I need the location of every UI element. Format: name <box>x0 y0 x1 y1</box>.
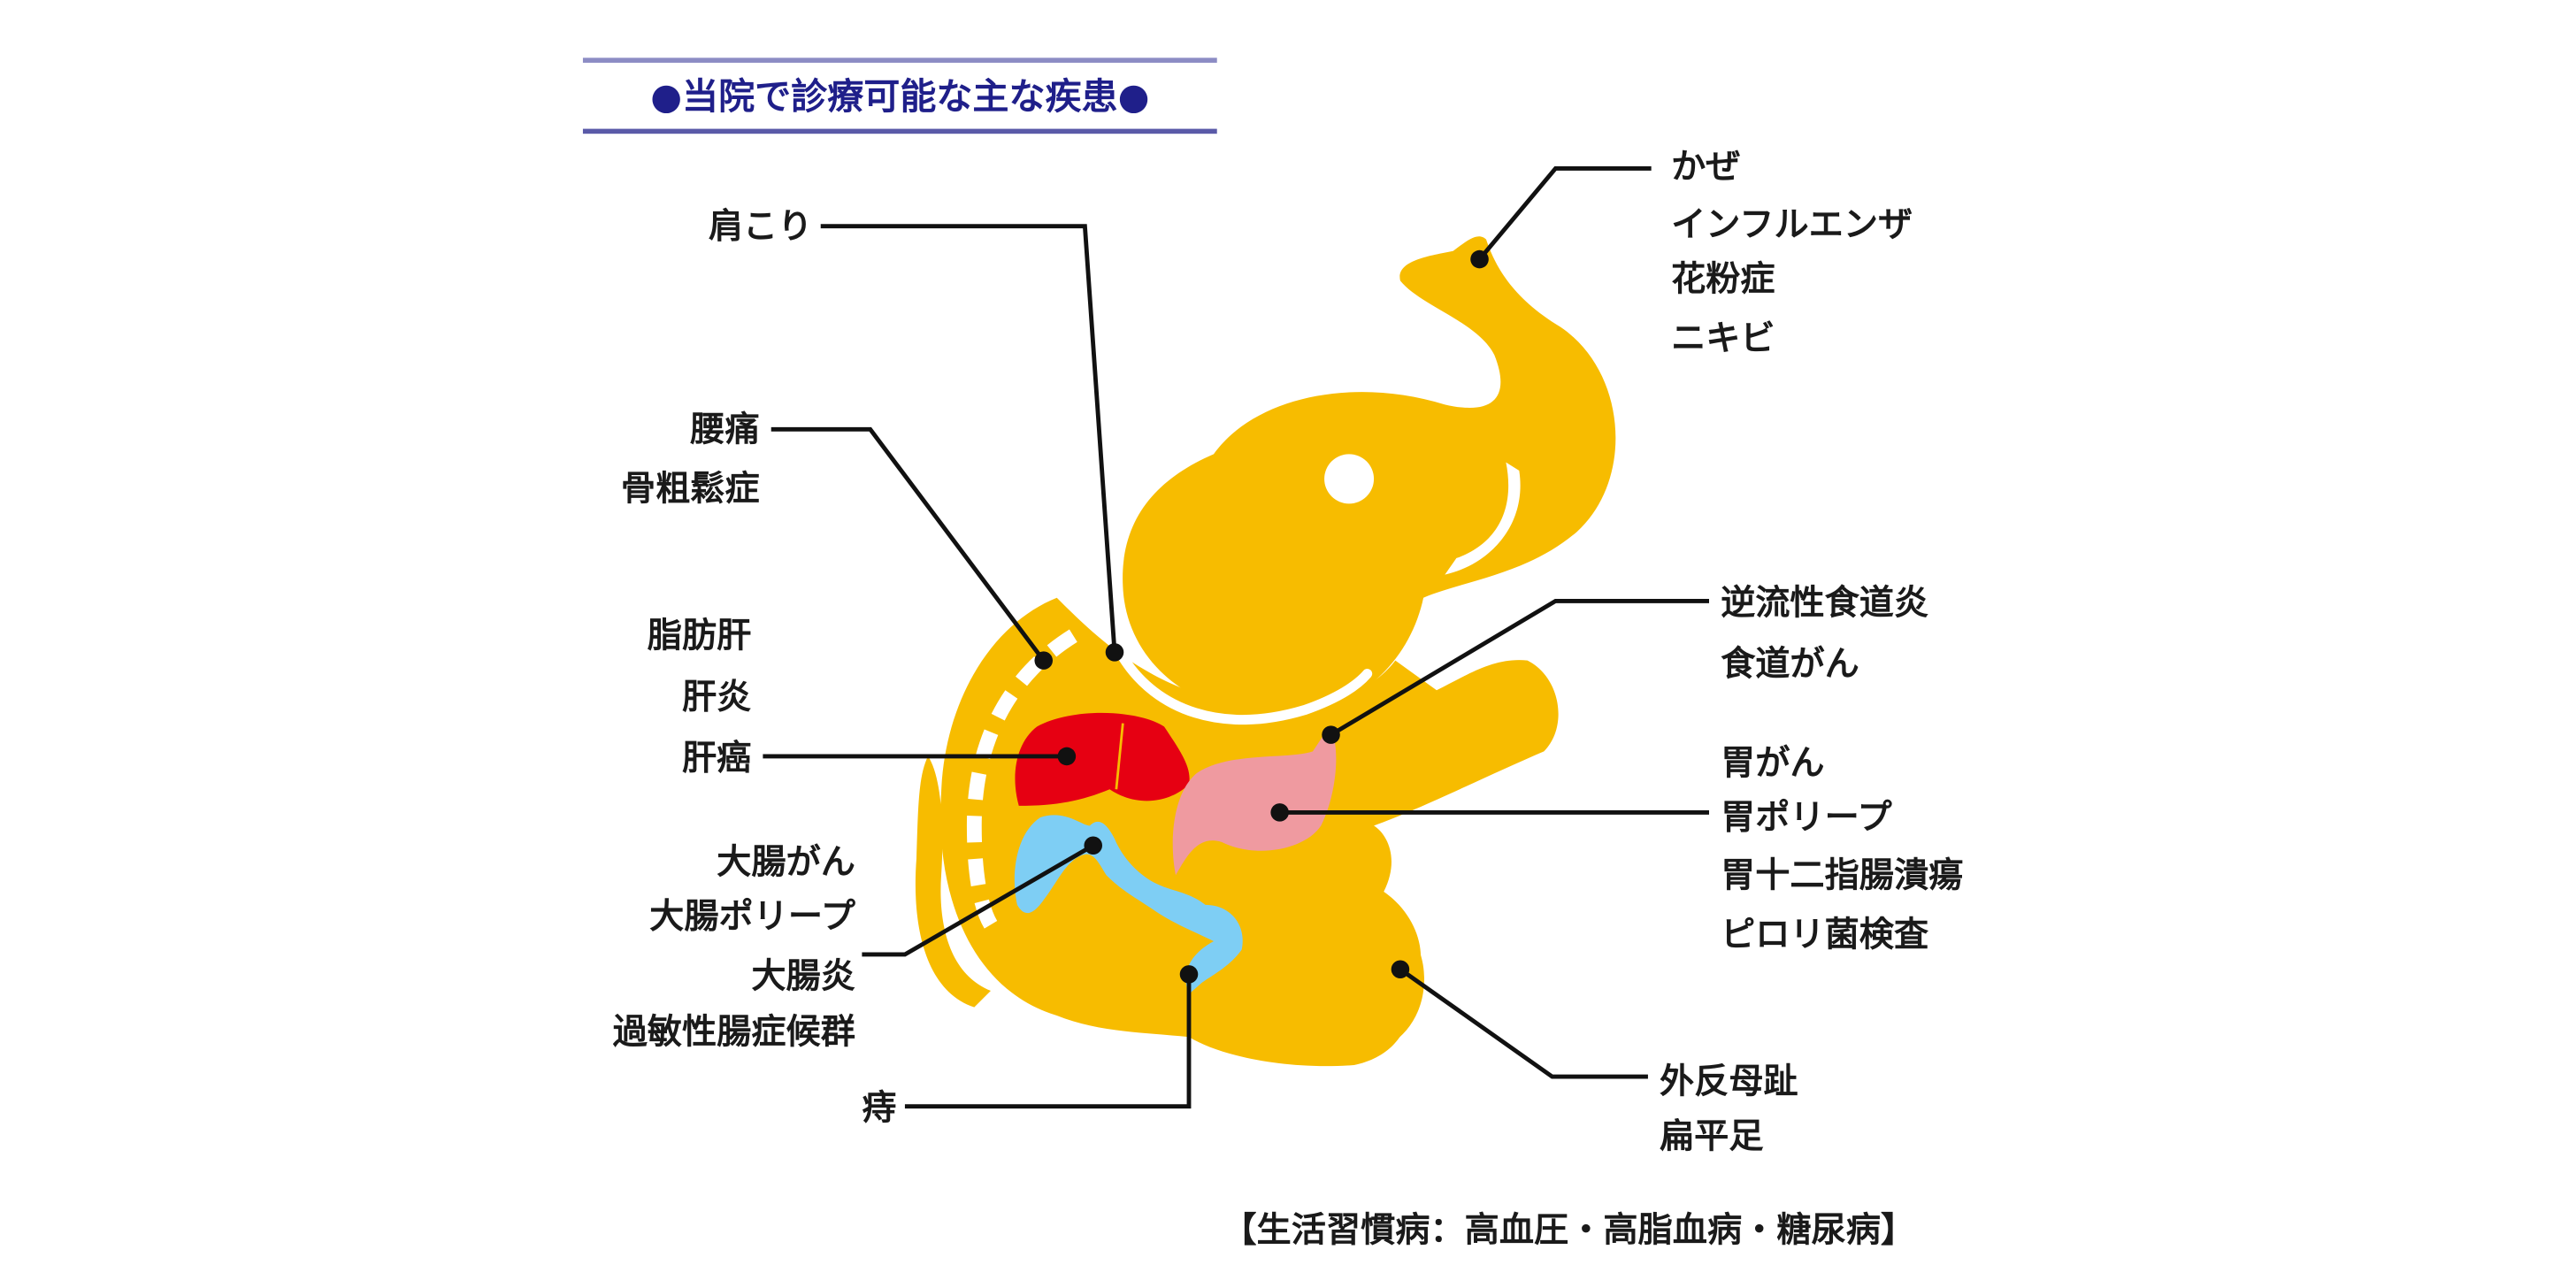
marker-back <box>1034 651 1053 670</box>
label-liver-item: 肝炎 <box>682 678 751 717</box>
label-foot-item: 扁平足 <box>1660 1116 1764 1156</box>
leader-esophagus <box>1330 599 1709 737</box>
label-stomach-item: 胃ポリープ <box>1721 798 1892 838</box>
label-stomach-item: 胃十二指腸潰瘍 <box>1721 855 1963 895</box>
elephant-rib-dashes <box>966 629 1077 929</box>
label-liver-item: 脂肪肝 <box>648 617 752 656</box>
label-group-back: 腰痛 骨粗鬆症 <box>621 410 760 509</box>
label-colon-item: 過敏性腸症候群 <box>613 1013 855 1053</box>
label-hemorrhoids: 痔 <box>862 1089 896 1129</box>
leader-hemorrhoids <box>904 974 1192 1109</box>
label-esophagus-item: 食道がん <box>1721 644 1859 684</box>
leader-back <box>770 426 1046 663</box>
label-shoulder: 肩こり <box>709 207 813 247</box>
leader-colon <box>862 843 1094 957</box>
label-stomach-item: 胃がん <box>1721 743 1825 783</box>
elephant-leg <box>1222 887 1425 1062</box>
title-block: ●当院で診療可能な主な疾患● <box>582 58 1217 134</box>
label-nose-item: かぜ <box>1671 148 1740 188</box>
page-title: ●当院で診療可能な主な疾患● <box>650 75 1149 118</box>
label-colon-item: 大腸炎 <box>751 956 855 996</box>
label-group-foot: 外反母趾 扁平足 <box>1660 1062 1798 1157</box>
label-back-item: 腰痛 <box>690 410 759 449</box>
elephant-eye <box>1324 454 1375 504</box>
liver-divider <box>1115 723 1124 790</box>
label-nose-item: インフルエンザ <box>1671 205 1913 245</box>
label-esophagus-item: 逆流性食道炎 <box>1721 583 1928 623</box>
leader-foot <box>1399 967 1648 1079</box>
elephant-illustration <box>915 236 1616 1067</box>
leader-shoulder <box>820 224 1117 653</box>
elephant-tail <box>915 755 991 1008</box>
label-colon-item: 大腸がん <box>717 842 855 882</box>
title-rule-bottom <box>582 128 1217 134</box>
leader-nose <box>1477 165 1652 261</box>
label-back-item: 骨粗鬆症 <box>621 470 760 510</box>
marker-colon <box>1084 836 1102 855</box>
label-nose-item: 花粉症 <box>1671 260 1775 300</box>
label-group-esophagus: 逆流性食道炎 食道がん <box>1721 583 1928 684</box>
label-group-liver: 脂肪肝 肝炎 肝癌 <box>648 617 752 778</box>
marker-esophagus <box>1322 725 1340 744</box>
label-group-nose: かぜ インフルエンザ 花粉症 ニキビ <box>1671 148 1913 359</box>
marker-shoulder <box>1105 643 1124 662</box>
marker-stomach <box>1270 803 1289 822</box>
footer-lifestyle-diseases: 【生活習慣病：高血圧・高脂血病・糖尿病】 <box>1222 1211 1915 1251</box>
label-nose-item: ニキビ <box>1671 319 1775 359</box>
stomach-organ <box>1172 726 1337 876</box>
marker-foot <box>1391 960 1410 978</box>
marker-hemorrhoids <box>1179 965 1199 984</box>
elephant-mouth-line <box>1117 652 1373 725</box>
title-rule-top <box>582 58 1217 63</box>
label-liver-item: 肝癌 <box>682 739 751 778</box>
label-colon-item: 大腸ポリープ <box>649 897 856 937</box>
label-stomach-item: ピロリ菌検査 <box>1721 916 1929 955</box>
label-foot-item: 外反母趾 <box>1660 1062 1798 1102</box>
marker-nose <box>1470 249 1489 269</box>
elephant-tusk <box>1445 462 1521 575</box>
liver-organ <box>1015 712 1190 806</box>
label-group-colon: 大腸がん 大腸ポリープ 大腸炎 過敏性腸症候群 <box>613 842 856 1052</box>
marker-liver <box>1057 747 1077 766</box>
label-group-stomach: 胃がん 胃ポリープ 胃十二指腸潰瘍 ピロリ菌検査 <box>1721 743 1963 954</box>
